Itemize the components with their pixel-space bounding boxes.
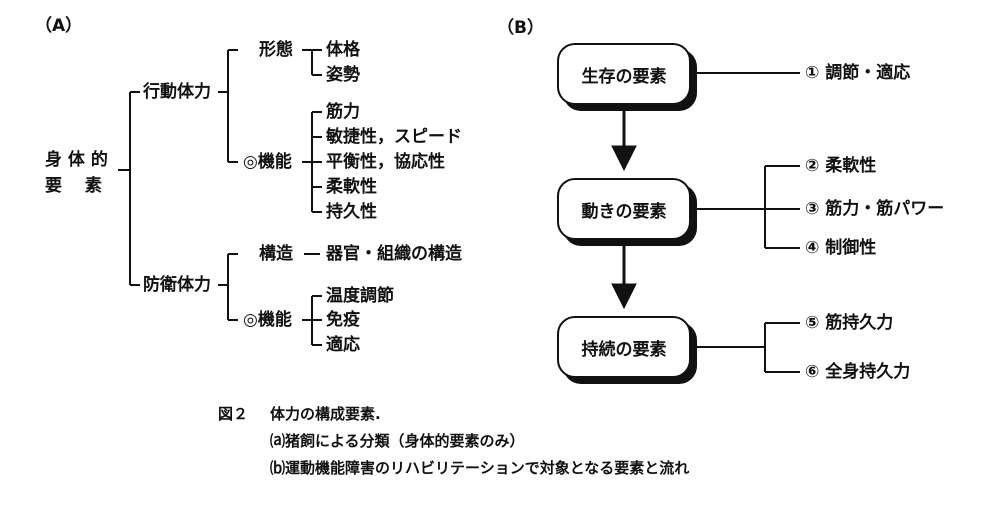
defense-item: 免疫: [326, 310, 360, 330]
defense-function-label: ◎機能: [243, 310, 292, 330]
structure-label: 構造: [259, 244, 293, 264]
function-item: 筋力: [326, 102, 360, 122]
element-item: ⑤ 筋持久力: [805, 313, 894, 333]
element-item: ③ 筋力・筋パワー: [805, 199, 945, 219]
survival-element-box: 生存の要素: [557, 43, 691, 105]
caption-line-a: ⒜猪飼による分類（身体的要素のみ）: [270, 432, 525, 450]
figure-title: 体力の構成要素.: [270, 405, 381, 423]
function-item: 敏捷性，スピード: [326, 127, 462, 147]
structure-item: 器官・組織の構造: [326, 244, 462, 264]
function-item: 持久性: [326, 202, 377, 222]
function-item: 平衡性，協応性: [326, 152, 445, 172]
defense-item: 温度調節: [326, 286, 394, 306]
movement-element-box: 動きの要素: [557, 178, 691, 240]
endurance-element-box: 持続の要素: [557, 316, 691, 378]
behavior-fitness-label: 行動体力: [143, 82, 211, 102]
caption-line-b: ⒝運動機能障害のリハビリテーションで対象となる要素と流れ: [270, 459, 690, 477]
panel-b-label: （B）: [497, 18, 544, 38]
element-item: ④ 制御性: [805, 238, 877, 258]
form-label: 形態: [259, 40, 293, 60]
panel-a-label: （A）: [35, 16, 83, 36]
root-label-line1: 身 体 的: [45, 150, 108, 170]
form-item: 体格: [326, 40, 360, 60]
element-item: ① 調節・適応: [805, 63, 911, 83]
figure-number: 図２: [218, 405, 249, 423]
defense-fitness-label: 防衛体力: [143, 275, 211, 295]
function-item: 柔軟性: [326, 177, 377, 197]
defense-item: 適応: [326, 335, 360, 355]
element-item: ② 柔軟性: [805, 156, 877, 176]
root-label-line2: 要 素: [45, 176, 102, 196]
form-item: 姿勢: [326, 65, 360, 85]
element-item: ⑥ 全身持久力: [805, 362, 911, 382]
function-label: ◎機能: [243, 152, 292, 172]
